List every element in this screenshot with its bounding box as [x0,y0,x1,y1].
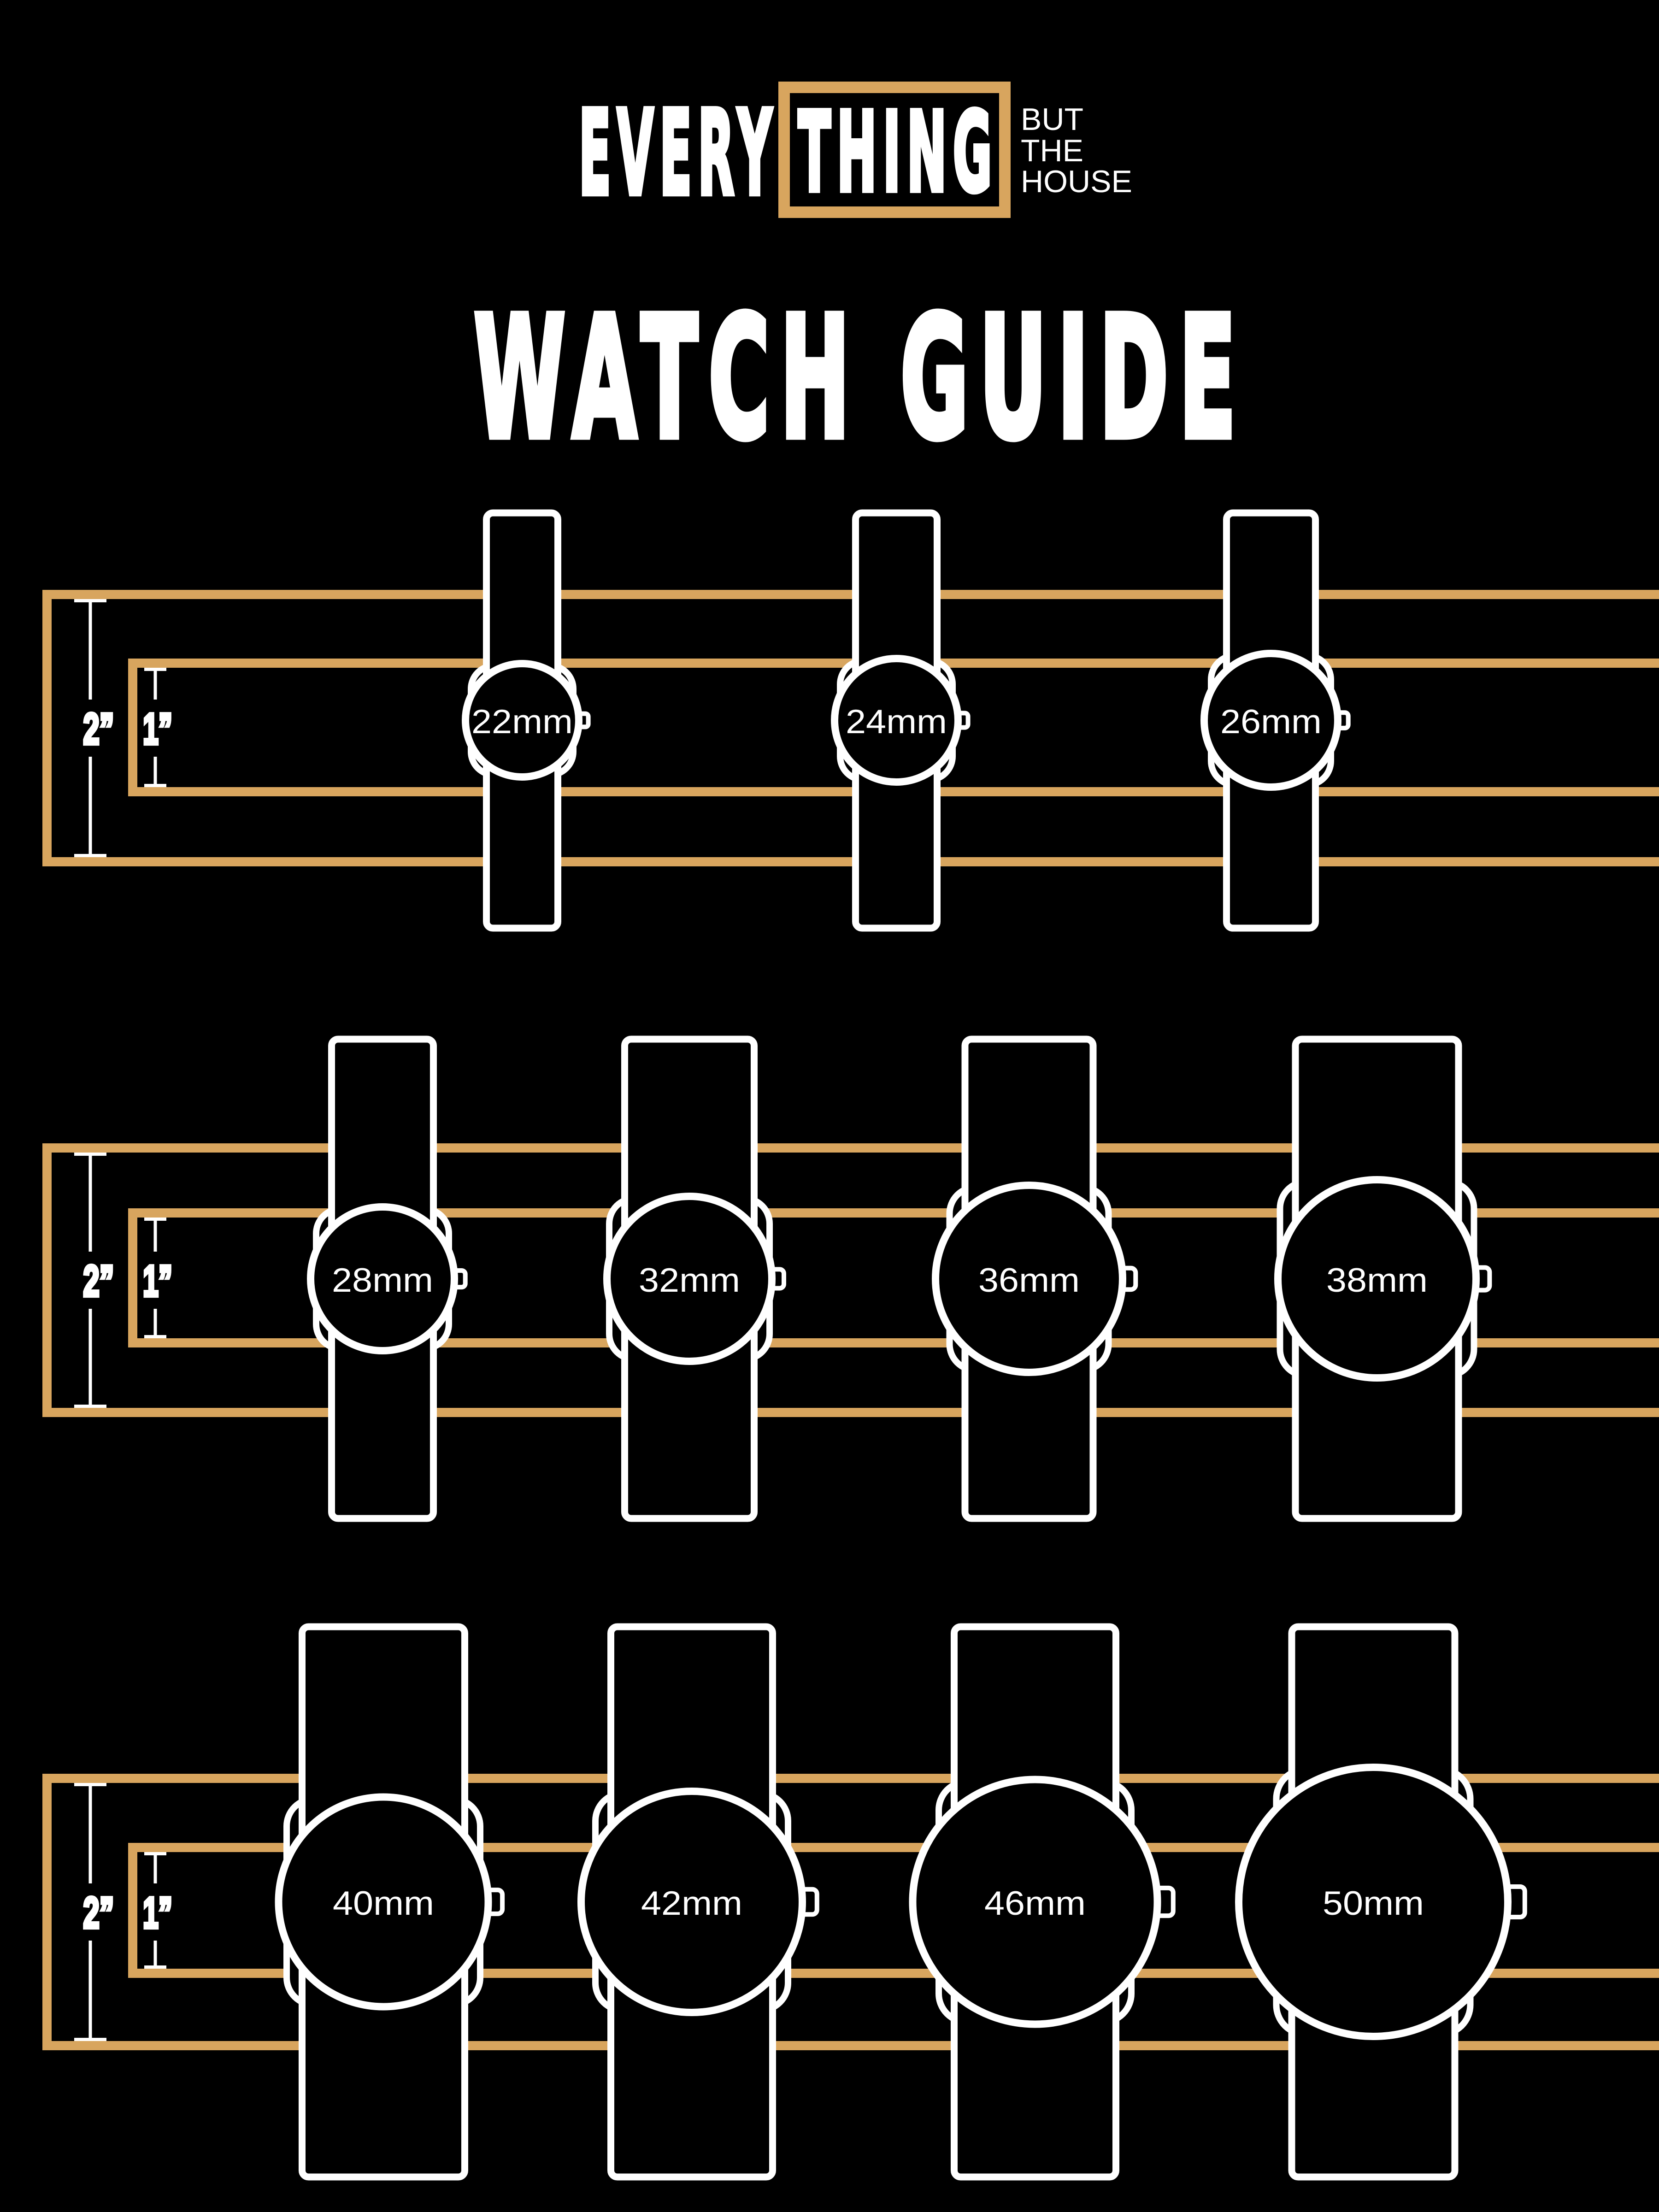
logo-tagline-line-2: THE [1021,133,1083,168]
watch-40mm-case [275,1793,492,2011]
watch-32mm-label: 32mm [639,1262,740,1299]
watch-42mm: 42mm [577,1623,819,2181]
logo-every-text: EVERY [579,86,778,221]
watch-24mm-label: 24mm [846,703,947,741]
ruler-band-2in [42,1143,1659,1417]
watch-38mm: 38mm [1274,1035,1492,1522]
measure-1in [144,1218,166,1338]
watch-24mm: 24mm [831,509,971,932]
watch-26mm-label: 26mm [1220,703,1322,741]
watch-46mm: 46mm [909,1623,1176,2181]
measure-2in [74,1153,106,1408]
logo-thing-text: THING [798,88,998,216]
ruler-band-2in [42,1774,1659,2050]
watch-38mm-case [1274,1176,1480,1382]
watch-36mm: 36mm [932,1035,1138,1522]
watch-24mm-case [831,655,962,786]
watch-40mm: 40mm [275,1623,505,2181]
watch-42mm-label: 42mm [641,1885,742,1922]
measure-1in [144,1852,166,1969]
logo-tagline-line-1: BUT [1021,102,1083,137]
measure-2in-label: 2” [83,705,114,753]
measure-1in [144,668,166,787]
ebth-logo: EVERY THING BUT THE HOUSE [576,82,1132,224]
watch-28mm-case [307,1203,458,1354]
poster-title: WATCH GUIDE [474,282,1247,476]
watch-50mm-case [1235,1764,1512,2040]
watch-22mm: 22mm [462,509,591,932]
watch-46mm-label: 46mm [984,1885,1086,1922]
watch-28mm-label: 28mm [332,1262,433,1299]
measure-2in [74,1783,106,2041]
measure-2in-label: 2” [83,1257,114,1306]
measure-2in [74,599,106,857]
watch-36mm-case [932,1182,1126,1376]
watch-22mm-case [462,660,582,781]
measure-2in-label: 2” [83,1888,114,1937]
logo-gold-box [778,82,1011,218]
watch-22mm-label: 22mm [471,703,573,741]
ruler-band-1in [128,659,1659,796]
watch-28mm: 28mm [307,1035,468,1522]
watch-36mm-label: 36mm [978,1262,1080,1299]
watch-26mm-case [1200,650,1341,791]
watch-46mm-case [909,1776,1161,2028]
watch-42mm-case [577,1788,806,2016]
measure-1in-label: 1” [143,705,172,753]
watch-40mm-label: 40mm [333,1885,434,1922]
watch-32mm-case [603,1193,776,1365]
watch-32mm: 32mm [603,1035,786,1522]
logo-tagline-line-3: HOUSE [1021,164,1132,199]
watch-50mm-label: 50mm [1323,1885,1424,1922]
measure-1in-label: 1” [143,1257,172,1306]
watch-38mm-label: 38mm [1326,1262,1428,1299]
watch-26mm: 26mm [1200,509,1351,932]
measure-1in-label: 1” [143,1888,172,1937]
watch-50mm: 50mm [1235,1623,1527,2181]
